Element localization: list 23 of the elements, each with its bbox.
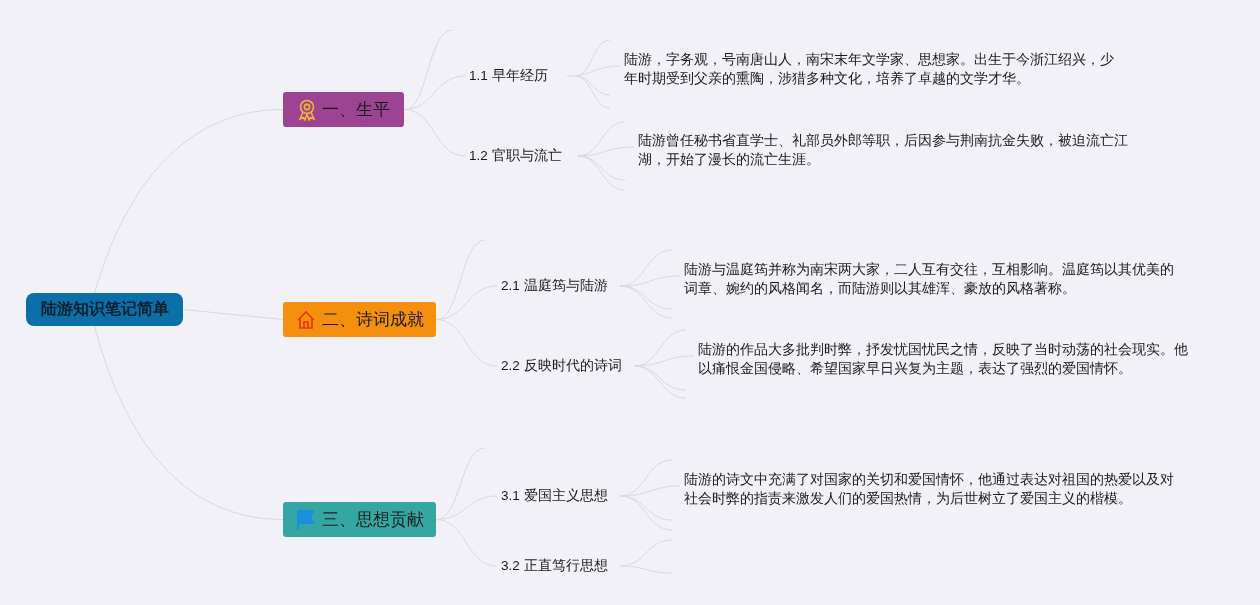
note-text: 陆游的作品大多批判时弊，抒发忧国忧民之情，反映了当时动荡的社会现实。他以痛恨金国侵略、希望国家早日兴复为主题，表达了强烈的爱国情怀。 [698, 340, 1198, 378]
note-text: 陆游曾任秘书省直学士、礼部员外郎等职，后因参与荆南抗金失败，被迫流亡江湖，开始了漫长的流亡生涯。 [638, 131, 1138, 169]
branch-line [182, 309, 284, 320]
topic-label: 一、生平 [321, 99, 390, 121]
topic-box [283, 302, 436, 337]
topic-box [283, 502, 436, 537]
note-text: 陆游与温庭筠并称为南宋两大家，二人互有交往，互相影响。温庭筠以其优美的词章、婉约的风格闻名，而陆游则以其雄浑、豪放的风格著称。 [684, 260, 1184, 298]
subtopic-label: 2.1 温庭筠与陆游 [501, 276, 613, 296]
subtopic-label: 1.2 官职与流亡 [469, 146, 569, 166]
subtopic-label: 2.2 反映时代的诗词 [501, 356, 626, 376]
note-text: 陆游，字务观，号南唐山人，南宋末年文学家、思想家。出生于今浙江绍兴，少年时期受到父亲的熏陶，涉猎多种文化，培养了卓越的文学才华。 [624, 50, 1124, 88]
subtopic-label: 3.2 正直笃行思想 [501, 556, 613, 576]
branch-line [94, 109, 284, 294]
subtopic-label: 1.1 早年经历 [469, 66, 559, 86]
topic-label: 二、诗词成就 [321, 309, 424, 331]
subtopic-label: 3.1 爱国主义思想 [501, 486, 613, 506]
note-text: 陆游的诗文中充满了对国家的关切和爱国情怀，他通过表达对祖国的热爱以及对社会时弊的指责来激发人们的爱国热情，为后世树立了爱国主义的楷模。 [684, 470, 1184, 508]
root-topic-box: 陆游知识笔记简单 [26, 293, 183, 326]
branch-line [94, 325, 284, 520]
branch-line [566, 65, 621, 77]
branch-line [576, 146, 635, 157]
topic-box [283, 92, 404, 127]
topic-label: 三、思想贡献 [321, 509, 424, 531]
